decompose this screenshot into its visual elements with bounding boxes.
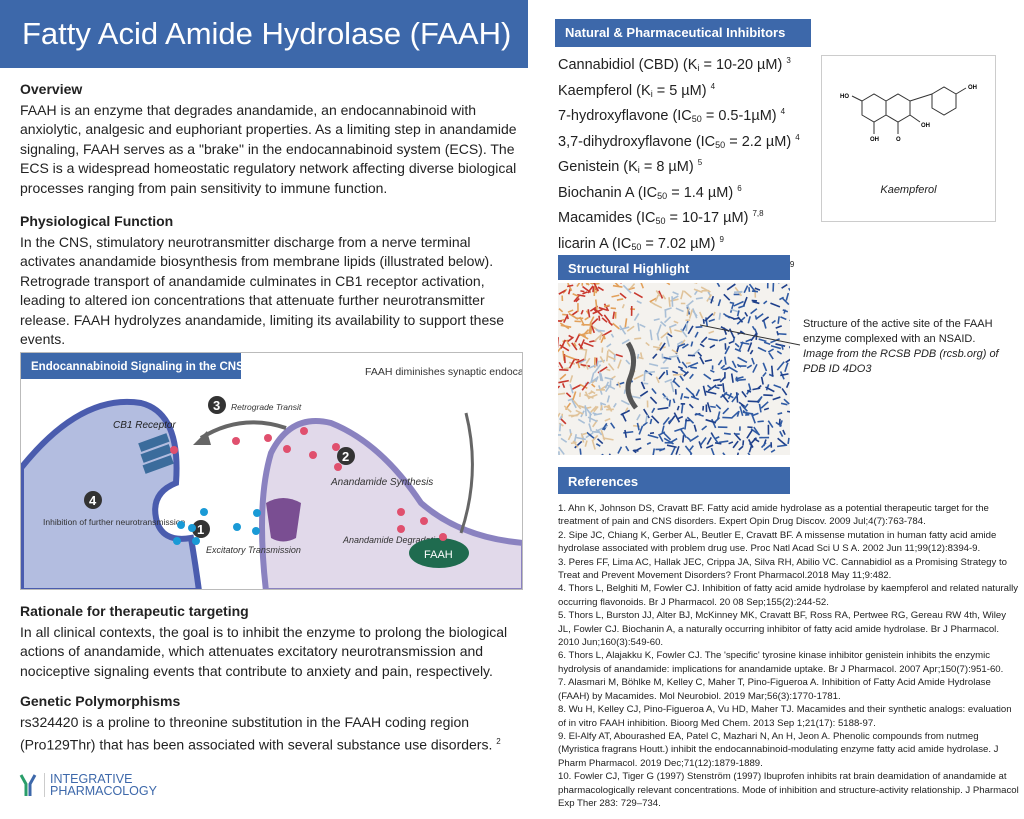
svg-text:Inhibition of further neurotra: Inhibition of further neurotransmission [43,517,185,527]
svg-text:Excitatory Transmission: Excitatory Transmission [206,545,301,555]
inhibitor-item: licarin A (IC50 = 7.02 µM) 9 [558,234,724,252]
diagram-title: Endocannabinoid Signaling in the CNS [31,361,244,373]
reference-item: 5. Thors L, Burston JJ, Alter BJ, McKinn… [558,610,1007,649]
oh-label-2: OH [921,123,930,129]
references-list: 1. Ahn K, Johnson DS, Cravatt BF. Fatty … [558,502,1020,810]
anandamide-molecules [170,427,447,541]
logo-line-2: PHARMACOLOGY [50,784,157,798]
overview-heading: Overview [20,81,83,97]
reference-item: 4. Thors L, Belghiti M, Fowler CJ. Inhib… [558,583,1019,608]
reference-item: 3. Peres FF, Lima AC, Hallak JEC, Crippa… [558,556,1007,582]
step-4-label: Inhibition of further neurotransmission [43,517,185,527]
inhibitor-item: 3,7-dihydroxyflavone (IC50 = 2.2 µM) 4 [558,132,800,150]
step-4: 4 [89,493,97,508]
reference-item: 1. Ahn K, Johnson DS, Cravatt BF. Fatty … [558,503,989,528]
inhibitor-item: Macamides (IC50 = 10-17 µM) 7,8 [558,209,764,226]
o-label: O [896,137,901,143]
reference-item: 10. Fowler CJ, Tiger G (1997) Stenström … [558,771,1019,809]
diagram-note: FAAH diminishes synaptic endocannabinoid… [365,366,523,378]
genetics-section: Genetic Polymorphisms rs324420 is a prol… [20,692,525,755]
svg-text:Anandamide Degradation: Anandamide Degradation [342,535,445,545]
protein-structure-image [558,283,790,455]
reference-item: 2. Sipe JC, Chiang K, Gerber AL, Beutler… [558,529,997,555]
svg-text:FAAH diminishes synaptic endoc: FAAH diminishes synaptic endocannabinoid… [365,366,523,378]
references-header: References [558,467,790,494]
caption-pointer-line [700,324,801,346]
degradation-label: Anandamide Degradation [342,535,445,545]
ho-label: HO [840,94,849,100]
step-2-label: Anandamide Synthesis [330,477,433,488]
rationale-text: In all clinical contexts, the goal is to… [20,623,508,679]
kaempferol-structure: HO OH OH OH O Kaempferol [821,55,996,222]
logo-line-1: INTEGRATIVE [50,772,133,786]
cb1-receptor-icon [138,433,174,474]
step-3-label: Retrograde Transit [231,402,302,412]
inhibitor-item: Genistein (Ki = 8 µM) 5 [558,158,703,175]
presynaptic-neuron [259,418,522,589]
genetics-ref: 2 [496,737,501,746]
genetics-heading: Genetic Polymorphisms [20,693,181,709]
step-1: 1 [197,522,204,537]
inhibitor-item: Kaempferol (Ki = 5 µM) 4 [558,81,716,99]
overview-section: Overview FAAH is an enzyme that degrades… [20,80,525,198]
reference-item: 6. Thors L, Alajakku K, Fowler CJ. The '… [558,650,1004,675]
rationale-section: Rationale for therapeutic targeting In a… [20,602,525,681]
page-title: Fatty Acid Amide Hydrolase (FAAH) [0,0,528,68]
physiology-heading: Physiological Function [20,213,174,229]
oh-label-3: OH [870,137,879,143]
overview-text: FAAH is an enzyme that degrades anandami… [20,101,517,196]
physiology-section: Physiological Function In the CNS, stimu… [20,212,525,350]
inhibitor-item: Cannabidiol (CBD) (Ki = 10-20 µM) 3 [558,56,791,73]
diagram-header [21,353,241,379]
genetics-text: rs324420 is a proline to threonine subst… [20,713,493,753]
cb1-label: CB1 Receptor [113,420,176,431]
reference-item: 9. El-Alfy AT, Abourashed EA, Patel C, M… [558,730,999,769]
retrograde-arrow [199,420,287,440]
physiology-text: In the CNS, stimulatory neurotransmitter… [20,233,505,348]
faah-label: FAAH [424,549,453,561]
neurotransmitter-molecules [173,508,261,545]
inhibitor-item: Biochanin A (IC50 = 1.4 µM) 6 [558,183,742,201]
reference-item: 8. Wu H, Kelley CJ, Pino-Figueroa A, Vu … [558,704,1012,729]
kaempferol-caption: Kaempferol [880,184,937,196]
postsynaptic-neuron [21,398,202,589]
antibody-icon [19,774,37,796]
structure-caption: Structure of the active site of the FAAH… [803,318,999,375]
inhibitor-item: 7-hydroxyflavone (IC50 = 0.5-1µM) 4 [558,107,786,124]
step-3: 3 [213,398,220,413]
oh-label-1: OH [968,85,977,91]
structure-source: Image from the RCSB PDB (rcsb.org) of PD… [803,348,999,375]
inhibitors-header: Natural & Pharmaceutical Inhibitors [555,19,811,47]
reference-item: 7. Alasmari M, Böhlke M, Kelley C, Maher… [558,677,991,702]
step-1-label: Excitatory Transmission [206,545,301,555]
channel-icon [266,498,301,542]
rationale-heading: Rationale for therapeutic targeting [20,603,249,619]
endocannabinoid-diagram: Endocannabinoid Signaling in the CNS FAA… [20,352,523,590]
faah-arrow [459,412,474,534]
step-2: 2 [342,449,349,464]
structural-header: Structural Highlight [558,255,790,280]
svg-text:Anandamide Synthesis: Anandamide Synthesis [330,477,433,488]
faah-enzyme [409,538,469,568]
